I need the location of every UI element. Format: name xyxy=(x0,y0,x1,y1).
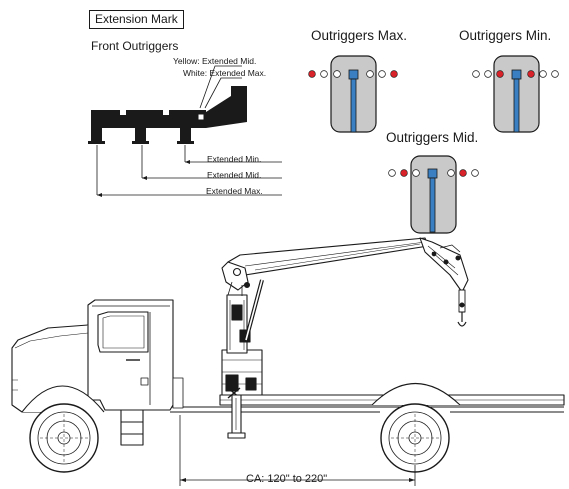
ca-dimension-label: CA: 120" to 220" xyxy=(246,473,328,485)
indicator-max xyxy=(308,55,398,133)
extended-min-label: Extended Min. xyxy=(207,154,262,164)
white-note: White: Extended Max. xyxy=(183,68,267,78)
front-outriggers-title: Front Outriggers xyxy=(91,39,179,53)
indicator-mid xyxy=(388,155,479,234)
front-outrigger-schematic xyxy=(88,86,247,144)
outriggers-max-title: Outriggers Max. xyxy=(311,28,408,43)
extended-mid-label: Extended Mid. xyxy=(207,170,262,180)
outriggers-min-title: Outriggers Min. xyxy=(459,28,552,43)
dimension-lines xyxy=(96,65,282,196)
extended-max-label: Extended Max. xyxy=(206,186,263,196)
indicator-min xyxy=(472,55,559,133)
ca-dimension xyxy=(179,415,416,486)
outriggers-mid-title: Outriggers Mid. xyxy=(386,130,479,145)
extension-mark-label: Extension Mark xyxy=(89,10,184,29)
truck-drawing xyxy=(11,237,565,473)
yellow-note: Yellow: Extended Mid. xyxy=(173,56,257,66)
